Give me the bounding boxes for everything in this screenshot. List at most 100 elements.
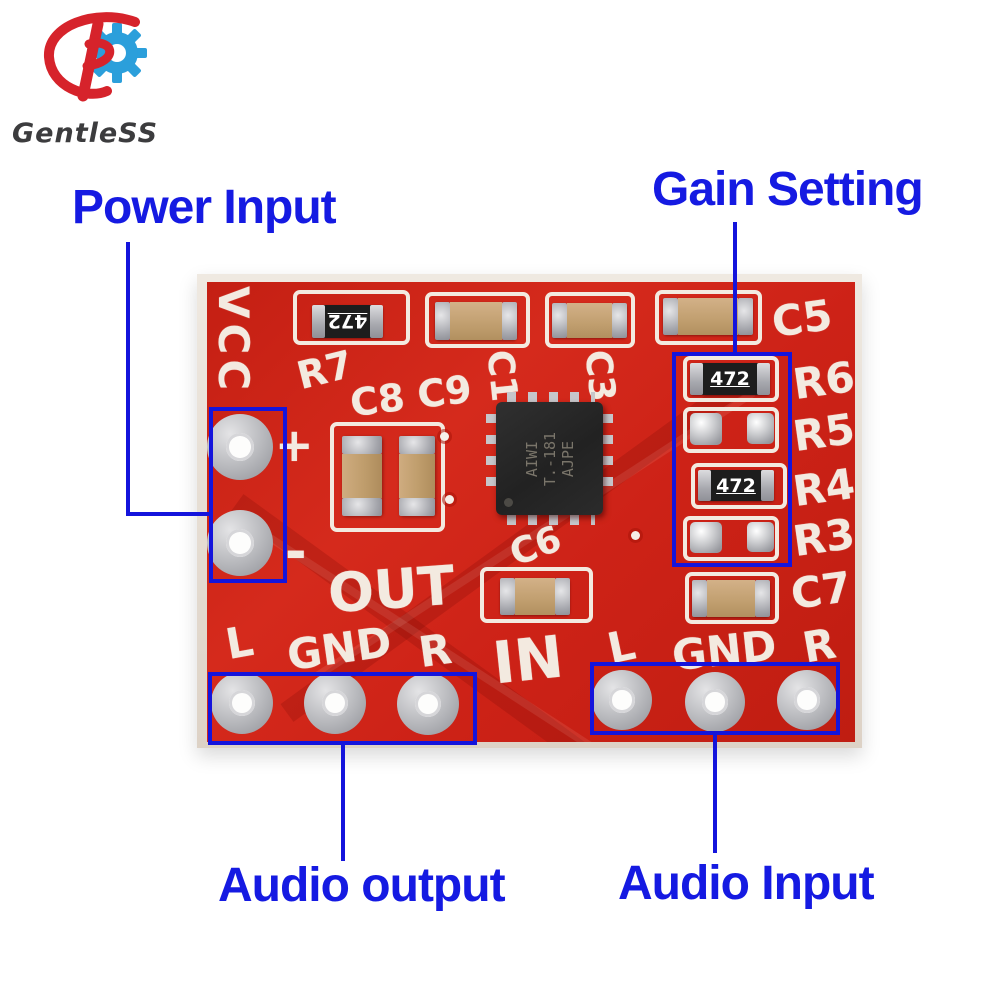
silk-c5-label: C5 bbox=[768, 290, 836, 347]
capacitor-end bbox=[399, 498, 435, 516]
amplifier-chip: AIWI T.-181 AJPE bbox=[496, 402, 603, 515]
silk-box-c7 bbox=[685, 572, 779, 624]
chip-pins-top bbox=[507, 392, 595, 404]
silk-box-r3 bbox=[683, 516, 779, 561]
power-input-box bbox=[209, 407, 287, 583]
audio-input-label: Audio Input bbox=[618, 857, 875, 910]
audio-output-line bbox=[341, 745, 345, 861]
capacitor-end bbox=[500, 578, 515, 615]
capacitor-body bbox=[678, 298, 738, 335]
capacitor-end bbox=[435, 302, 450, 340]
audio-out-r-pad bbox=[397, 673, 459, 735]
capacitor-body bbox=[515, 578, 555, 615]
capacitor-end bbox=[612, 303, 627, 338]
via bbox=[631, 531, 640, 540]
resistor-r6-value: 472 bbox=[703, 363, 757, 395]
resistor-end bbox=[370, 305, 383, 338]
resistor-r7: 472 bbox=[312, 305, 383, 338]
silk-r6-label: R6 bbox=[789, 351, 858, 410]
chip-pins-right bbox=[601, 414, 613, 494]
power-input-label: Power Input bbox=[72, 181, 337, 234]
capacitor-body bbox=[567, 303, 612, 338]
capacitor-end bbox=[692, 580, 707, 617]
r5-pad bbox=[690, 413, 722, 445]
silk-vcc-label: VCC bbox=[209, 286, 258, 396]
resistor-end bbox=[690, 363, 703, 395]
silk-box-c1 bbox=[425, 292, 530, 348]
capacitor-c9 bbox=[399, 436, 435, 516]
silk-c7-label: C7 bbox=[787, 562, 855, 619]
capacitor-end bbox=[502, 302, 517, 340]
audio-input-line bbox=[713, 735, 717, 853]
r5-pad bbox=[747, 413, 774, 444]
brand-logo bbox=[35, 10, 155, 105]
audio-in-r-pad bbox=[777, 670, 837, 730]
capacitor-body bbox=[450, 302, 502, 340]
silk-out-label: OUT bbox=[325, 553, 457, 626]
silk-plus: + bbox=[275, 418, 314, 472]
capacitor-end bbox=[738, 298, 753, 335]
capacitor-end bbox=[552, 303, 567, 338]
audio-out-l-pad bbox=[211, 672, 273, 734]
audio-output-box bbox=[208, 672, 477, 745]
silk-box-c3 bbox=[545, 292, 635, 348]
audio-input-box bbox=[590, 662, 840, 735]
silk-r4-label: R4 bbox=[789, 458, 858, 517]
resistor-end bbox=[761, 470, 774, 501]
vcc-plus-pad bbox=[207, 414, 273, 480]
via bbox=[440, 432, 449, 441]
audio-in-gnd-pad bbox=[685, 672, 745, 732]
silk-r5-label: R5 bbox=[789, 403, 858, 462]
power-input-line bbox=[126, 242, 130, 516]
pcb-board: VCC 472 R7 C1 C3 C5 C8 C9 bbox=[197, 274, 862, 748]
silk-box-r7 bbox=[293, 290, 410, 345]
gain-setting-line bbox=[733, 222, 737, 354]
resistor-end bbox=[312, 305, 325, 338]
chip-pins-left bbox=[486, 414, 498, 494]
vcc-minus-pad bbox=[207, 510, 273, 576]
silk-box-c5 bbox=[655, 290, 762, 345]
via bbox=[445, 495, 454, 504]
capacitor-end bbox=[755, 580, 770, 617]
capacitor-end bbox=[555, 578, 570, 615]
silk-r3-label: R3 bbox=[789, 508, 858, 567]
gain-setting-box bbox=[672, 352, 792, 567]
capacitor-end bbox=[663, 298, 678, 335]
audio-output-label: Audio output bbox=[218, 859, 506, 912]
chip-pin1-dot bbox=[504, 498, 513, 507]
chip-pins-bottom bbox=[507, 513, 595, 525]
capacitor-body bbox=[707, 580, 755, 617]
silk-in-label: IN bbox=[489, 622, 567, 698]
logo-mark-icon bbox=[44, 12, 147, 102]
capacitor-c8 bbox=[342, 436, 382, 516]
resistor-end bbox=[757, 363, 770, 395]
resistor-r4: 472 bbox=[698, 470, 774, 501]
resistor-r6: 472 bbox=[690, 363, 770, 395]
r3-pad bbox=[690, 522, 722, 553]
capacitor-c3 bbox=[552, 303, 627, 338]
power-input-line bbox=[126, 512, 211, 516]
capacitor-c5 bbox=[663, 298, 753, 335]
capacitor-c1 bbox=[435, 302, 517, 340]
capacitor-c6 bbox=[500, 578, 570, 615]
capacitor-end bbox=[399, 436, 435, 454]
resistor-end bbox=[698, 470, 711, 501]
brand-name: GentleSS bbox=[12, 118, 159, 149]
silk-minus: - bbox=[285, 522, 307, 582]
silk-box-r6 bbox=[683, 356, 779, 402]
silk-box-r4 bbox=[691, 463, 787, 509]
silk-box-r5 bbox=[683, 407, 779, 453]
audio-out-gnd-pad bbox=[304, 672, 366, 734]
resistor-r7-value: 472 bbox=[325, 305, 370, 338]
capacitor-c7 bbox=[692, 580, 770, 617]
silk-box-c6 bbox=[480, 567, 593, 623]
audio-in-l-pad bbox=[592, 670, 652, 730]
silk-out-r: R bbox=[415, 623, 455, 678]
capacitor-body bbox=[342, 454, 382, 498]
capacitor-end bbox=[342, 436, 382, 454]
resistor-r4-value: 472 bbox=[711, 470, 761, 501]
chip-marking: AIWI T.-181 AJPE bbox=[522, 431, 577, 486]
gain-setting-label: Gain Setting bbox=[652, 163, 924, 216]
capacitor-body bbox=[399, 454, 435, 498]
